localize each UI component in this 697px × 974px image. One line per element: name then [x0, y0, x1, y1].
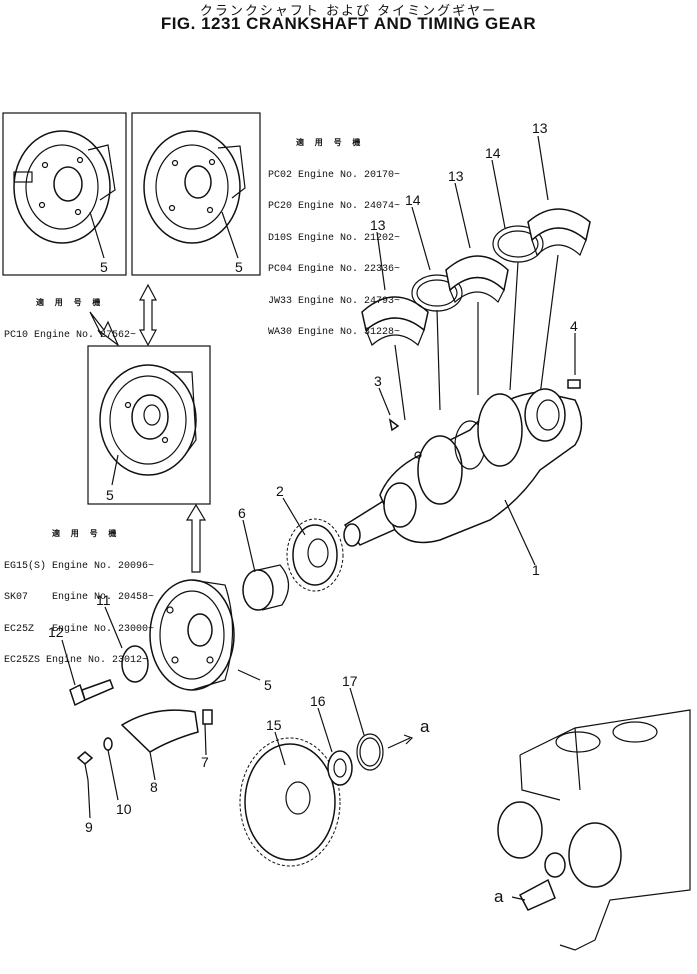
serial-note-line: D10S Engine No. 21202~	[268, 232, 401, 244]
spacer	[121, 645, 149, 683]
gear-bearing	[327, 750, 353, 786]
callout-5: 5	[106, 487, 114, 503]
crankshaft	[343, 379, 583, 566]
callout-15: 15	[266, 717, 282, 733]
pulley-holder	[120, 709, 199, 753]
serial-note-group-b: 適 用 号 機 PC10 Engine No. 27562~	[4, 278, 136, 352]
callout-6: 6	[238, 505, 246, 521]
arrow-a	[387, 737, 411, 749]
collar	[242, 564, 290, 611]
serial-note-line: PC20 Engine No. 24074~	[268, 201, 401, 212]
serial-note-line: PC10 Engine No. 27562~	[4, 329, 137, 341]
pulley-bolt	[69, 679, 114, 707]
serial-note-heading: 適 用 号 機	[296, 139, 364, 148]
callout-1: 1	[532, 562, 540, 578]
callout-4: 4	[570, 318, 578, 334]
serial-note-group-c: 適 用 号 機 EG15(S) Engine No. 20096~ SK07 E…	[4, 509, 154, 677]
washer	[103, 737, 113, 751]
callout-7: 7	[201, 754, 209, 770]
callout-5: 5	[235, 259, 243, 275]
callout-14: 14	[405, 192, 421, 208]
title-japanese: クランクシャフト および タイミングギヤー	[199, 4, 498, 19]
figure-title: FIG. 1231 CRANKSHAFT AND TIMING GEAR	[160, 14, 537, 33]
callout-17: 17	[342, 673, 358, 689]
callout-11: 11	[96, 592, 111, 608]
serial-note-line: PC02 Engine No. 20170~	[268, 169, 401, 181]
reference-a: a	[420, 717, 430, 736]
callout-16: 16	[310, 693, 326, 709]
leader-lines	[61, 135, 576, 819]
callout-10: 10	[116, 801, 132, 817]
callout-12: 12	[48, 624, 64, 640]
serial-note-heading: 適 用 号 機	[52, 530, 120, 539]
callout-3: 3	[374, 373, 382, 389]
serial-note-line: EC25Z Engine No. 23000~	[4, 623, 155, 635]
serial-note-line: WA30 Engine No. 31228~	[268, 327, 401, 338]
callout-9: 9	[85, 819, 93, 835]
snap-ring	[356, 733, 384, 771]
serial-note-line: JW33 Engine No. 24793~	[268, 295, 401, 307]
timing-gear	[239, 737, 341, 867]
serial-note-line: SK07 Engine No. 20458~	[4, 592, 155, 603]
serial-note-heading: 適 用 号 機	[36, 299, 104, 308]
engine-block-inset	[497, 709, 691, 951]
pulley-variant-c	[87, 345, 211, 505]
callout-2: 2	[276, 483, 284, 499]
callout-13: 13	[448, 168, 464, 184]
pulley-variant-a	[2, 112, 127, 276]
main-bearings	[361, 208, 591, 421]
callout-14: 14	[485, 145, 501, 161]
serial-note-line: EC25ZS Engine No. 23012~	[4, 655, 149, 666]
pulley	[149, 579, 235, 691]
callout-13: 13	[370, 217, 386, 233]
serial-note-line: EG15(S) Engine No. 20096~	[4, 560, 155, 572]
callout-5: 5	[264, 677, 272, 693]
callout-8: 8	[150, 779, 158, 795]
pulley-variant-b	[131, 112, 261, 276]
crank-gear	[286, 518, 344, 592]
dowel-pin	[202, 709, 213, 725]
reference-a: a	[494, 887, 504, 906]
callout-5: 5	[100, 259, 108, 275]
serial-note-line: PC04 Engine No. 22336~	[268, 264, 401, 275]
holder-bolt	[76, 751, 94, 781]
interchange-arrows	[89, 283, 207, 573]
callout-13: 13	[532, 120, 548, 136]
serial-note-group-a: 適 用 号 機 PC02 Engine No. 20170~ PC20 Engi…	[268, 118, 400, 349]
